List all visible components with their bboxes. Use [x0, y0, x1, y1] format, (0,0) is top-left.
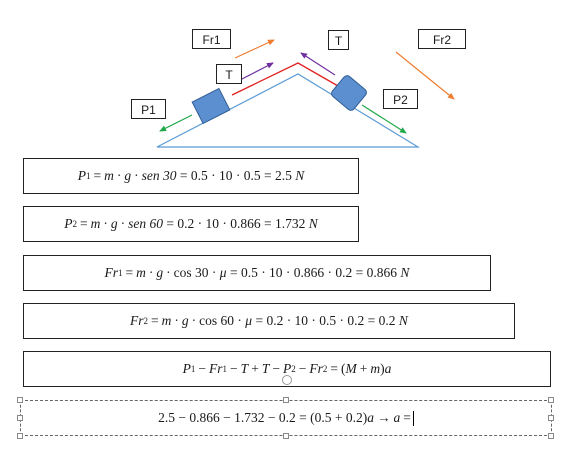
equation-solve-editing[interactable]: 2.5 − 0.866 − 1.732 − 0.2 = (0.5 + 0.2)a…	[20, 400, 552, 436]
p2-arrow	[361, 104, 407, 134]
resize-handle-bottom-middle[interactable]	[283, 433, 289, 439]
fr2-arrow	[395, 51, 455, 100]
resize-handle-top-left[interactable]	[17, 397, 23, 403]
block-left	[191, 87, 231, 125]
text-cursor	[412, 410, 414, 426]
label-fr1: Fr1	[192, 29, 231, 49]
rope	[231, 62, 346, 96]
block-right	[331, 75, 367, 111]
label-fr2: Fr2	[418, 29, 466, 49]
resize-handle-top-right[interactable]	[548, 397, 554, 403]
t-left-arrow	[239, 62, 274, 81]
label-t-top: T	[328, 30, 349, 50]
resize-handle-middle-left[interactable]	[17, 415, 23, 421]
label-p1: P1	[131, 99, 166, 119]
rotate-handle-icon[interactable]	[282, 375, 292, 385]
physics-diagram	[156, 39, 455, 148]
p1-arrow	[159, 114, 193, 132]
label-t-left: T	[216, 64, 242, 84]
resize-handle-middle-right[interactable]	[548, 415, 554, 421]
label-p2: P2	[383, 89, 418, 109]
t-right-arrow	[300, 52, 336, 76]
resize-handle-top-middle[interactable]	[283, 397, 289, 403]
resize-handle-bottom-right[interactable]	[548, 433, 554, 439]
resize-handle-bottom-left[interactable]	[17, 433, 23, 439]
fr1-arrow	[234, 39, 275, 59]
